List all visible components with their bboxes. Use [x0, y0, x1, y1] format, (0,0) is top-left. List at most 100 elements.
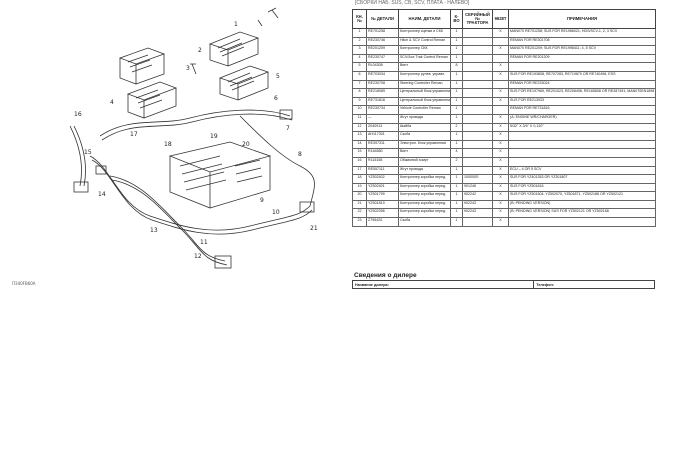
table-cell: Контроллер коробки перед.	[398, 182, 451, 193]
dealer-info-table: Название дилера: Телефон:	[351, 280, 655, 289]
table-cell: 901246	[462, 182, 493, 193]
table-cell	[462, 217, 493, 227]
table-cell: Жгут провода	[398, 165, 451, 176]
dealer-name-field[interactable]: Название дилера:	[351, 280, 535, 289]
table-cell: 1	[450, 28, 463, 38]
table-cell: X	[492, 96, 509, 107]
callout-21: 21	[310, 225, 318, 232]
table-cell: RE557111	[366, 165, 399, 176]
table-cell: SUS FOR RE197969, RE201023, RE208498, RE…	[508, 88, 656, 98]
table-cell	[492, 79, 509, 90]
page-header-text: [СБОРКИ НАБ. SUS, CB, SCV, ПЛАТА - НАЛЕВ…	[355, 0, 470, 6]
callout-14: 14	[98, 191, 106, 198]
table-cell: Центральный блок управления	[398, 88, 451, 98]
table-cell: 1	[450, 36, 463, 47]
column-header: 9628T	[492, 9, 509, 29]
table-cell: RE230746	[366, 36, 399, 47]
table-cell: 3	[352, 45, 367, 55]
table-cell	[462, 156, 493, 167]
table-cell: MAN070 RE701258; SUS FOR RE1986021; HDS/…	[508, 28, 656, 38]
table-cell: YZ501799	[366, 191, 399, 201]
table-cell: 23	[352, 217, 367, 227]
table-cell: X	[492, 156, 509, 167]
table-cell: X	[492, 88, 509, 98]
table-cell: 1	[450, 217, 463, 227]
column-header: № ДЕТАЛИ	[366, 9, 399, 29]
callout-2: 2	[198, 47, 202, 54]
table-cell: REMAN FOR RE731816	[508, 105, 656, 115]
table-cell: Контроллер коробки перед.	[398, 199, 451, 210]
table-cell: X	[492, 28, 509, 38]
table-cell	[462, 139, 493, 150]
table-cell: X	[492, 113, 509, 124]
table-cell	[462, 62, 493, 72]
column-header: НАИМ. ДЕТАЛИ	[398, 9, 451, 29]
table-cell: 19	[352, 182, 367, 193]
table-cell: 1	[450, 45, 463, 55]
table-cell: 1	[450, 53, 463, 64]
table-cell: 1	[450, 199, 463, 210]
table-cell	[492, 53, 509, 64]
callout-10: 10	[272, 209, 280, 216]
table-cell: Z795420	[366, 217, 399, 227]
table-cell: ECU – 4 OR 5 SCV	[508, 165, 656, 176]
table-cell: 1	[352, 28, 367, 38]
table-cell	[508, 156, 656, 167]
table-cell	[508, 217, 656, 227]
callout-20: 20	[242, 141, 250, 148]
table-cell: 1	[450, 131, 463, 141]
exploded-parts-diagram: 1 2 3 4 5 6 7 8 9 10 11 12 13 14 15 16 1…	[10, 6, 340, 291]
table-cell: 12	[352, 122, 367, 133]
table-cell: RE201209	[366, 45, 399, 55]
table-cell: Z040913	[366, 122, 399, 133]
callout-3: 3	[186, 65, 190, 72]
dealer-phone-field[interactable]: Телефон:	[533, 280, 655, 289]
table-cell: Винт	[398, 148, 451, 158]
table-cell: R115158	[366, 156, 399, 167]
table-cell: (A: ENGINE WR/CHARGER)	[508, 113, 656, 124]
table-cell: SUS FOR YZ401353 OR YZ301807	[508, 174, 656, 184]
table-cell: 4	[352, 53, 367, 64]
table-cell: X	[492, 191, 509, 201]
table-cell: (B: PENDING VERSION) SUS FOR YZ502121 OR…	[508, 208, 656, 219]
table-cell: 1	[450, 139, 463, 150]
table-cell	[462, 70, 493, 81]
table-cell: Центральный блок управления	[398, 96, 451, 107]
table-cell	[462, 53, 493, 64]
table-cell: 15	[352, 148, 367, 158]
table-cell	[462, 131, 493, 141]
callout-17: 17	[130, 131, 138, 138]
table-cell: 902243	[462, 208, 493, 219]
callout-9: 9	[260, 197, 264, 204]
table-cell: Контроллер коробки перед.	[398, 174, 451, 184]
table-cell	[462, 148, 493, 158]
callout-8: 8	[298, 151, 302, 158]
table-cell	[462, 79, 493, 90]
callout-4: 4	[110, 99, 114, 106]
table-cell: SUS FOR RE213933	[508, 96, 656, 107]
table-cell: X	[492, 70, 509, 81]
table-cell: Жгут провода	[398, 113, 451, 124]
table-cell: 1	[450, 70, 463, 81]
table-cell	[462, 88, 493, 98]
table-cell: (B: PENDING VERSION)	[508, 199, 656, 210]
table-cell: 1	[450, 182, 463, 193]
callout-18: 18	[164, 141, 172, 148]
table-cell: 1	[450, 113, 463, 124]
table-cell: 9	[352, 96, 367, 107]
table-cell: AH117301	[366, 131, 399, 141]
table-cell: 1	[450, 174, 463, 184]
